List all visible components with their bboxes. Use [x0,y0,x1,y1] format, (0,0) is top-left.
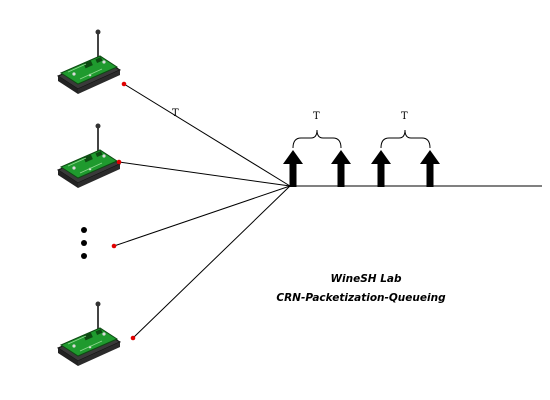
link-line-3 [113,185,291,247]
caption-lab-name: WineSH Lab [330,273,402,285]
period-label-2: T [401,111,408,122]
connector-dots [111,81,136,341]
period-label-1: T [313,111,320,122]
caption-title: CRN-Packetization-Queueing [276,292,446,304]
period-brace-2 [380,129,431,149]
sensor-node-4-icon [57,300,121,367]
packet-arrow-4-icon [420,150,440,187]
sensor-node-1-icon [57,28,121,95]
vertical-ellipsis-icon [81,227,87,259]
packet-arrow-1-icon [283,150,303,187]
period-brace-1 [292,129,342,149]
link-line-2 [118,161,291,187]
connector-dot-1 [121,81,127,87]
connector-dot-3 [111,243,117,249]
connector-dot-4 [130,335,136,341]
link-period-label: T [172,108,179,119]
sensor-node-2-icon [57,122,121,189]
connection-lines [113,83,291,339]
link-line-4 [132,185,291,339]
link-line-1 [123,83,291,187]
packet-arrow-3-icon [371,150,391,187]
connector-dot-2 [116,159,122,165]
packet-arrow-2-icon [331,150,351,187]
